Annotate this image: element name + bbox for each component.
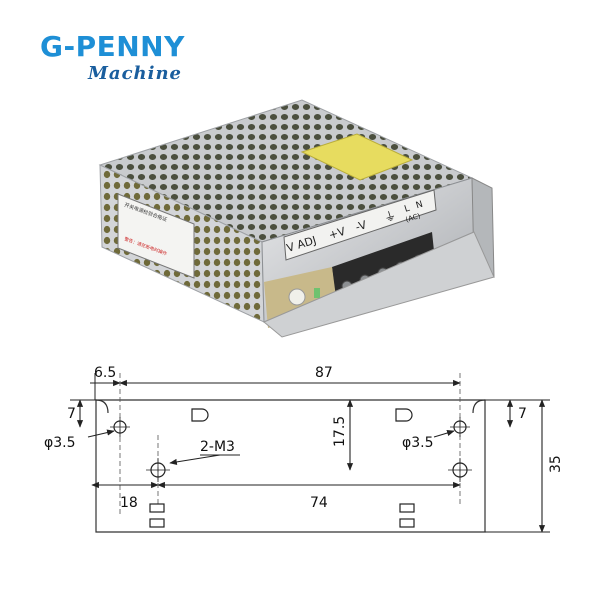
led [314,288,320,298]
label-minus-v: -V [354,218,369,234]
brand-tagline: Machine [88,63,183,84]
slot-top-right [395,408,413,422]
dim-7-right: 7 [518,406,527,422]
plate-notch-right [472,399,486,414]
terminal-label-strip [283,189,437,261]
slot-bottom-left-1 [149,503,165,513]
spec-sticker [300,133,414,181]
plate-notch-left [95,399,109,414]
qc-label [117,193,195,279]
dimension-drawing: 6.5 87 7 φ3.5 2-M3 17.5 φ3.5 7 18 74 35 [30,355,570,590]
label-n: N [415,200,424,212]
base-plate [263,231,495,338]
dim-17-5: 17.5 [332,416,348,447]
label-l: L [403,204,411,215]
label-plus-v: +V [327,225,347,242]
dim-7-left: 7 [67,406,76,422]
dim-18: 18 [120,495,138,511]
product-photo: 开关电源检验合格证 警告：请在断电时操作 V ADJ +V -V ⏚ L N (… [92,92,502,342]
dim-35: 35 [548,455,564,473]
leader-hole-right [433,430,455,438]
slot-bottom-left-2 [149,518,165,528]
slot-bottom-right-2 [399,518,415,528]
dim-87: 87 [315,365,333,381]
dim-phi-right: φ3.5 [402,435,434,451]
dim-6-5: 6.5 [94,365,116,381]
brand-name: G-PENNY [40,30,185,63]
adjust-pot [288,288,306,306]
leader-m3 [169,454,221,465]
leader-hole-left [87,429,115,438]
slot-top-left [191,408,209,422]
dim-2-m3: 2-M3 [200,439,235,455]
label-ground: ⏚ [382,208,398,225]
dim-74: 74 [310,495,328,511]
slot-bottom-right-1 [399,503,415,513]
dim-phi-left: φ3.5 [44,435,76,451]
brand-logo: G-PENNY Machine [40,32,260,92]
